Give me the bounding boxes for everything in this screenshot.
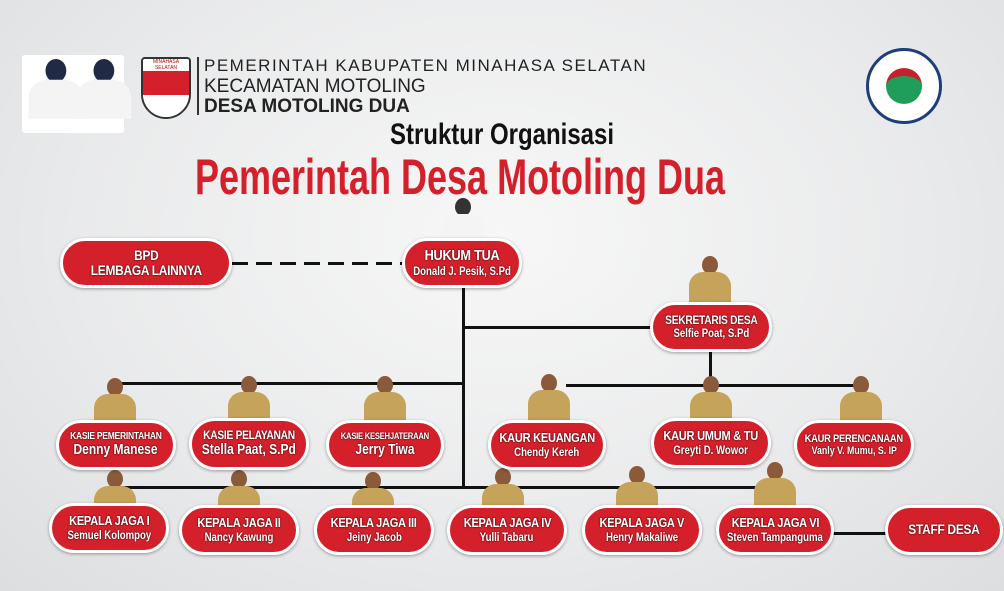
node-name: Semuel Kolompoy [67,527,151,542]
node-name: Stella Paat, S.Pd [201,441,297,459]
photo-jaga6 [752,462,798,508]
node-name: Jeiny Jacob [346,529,402,544]
staff-line [832,532,888,535]
main-vertical-line [462,287,465,488]
node-name: Steven Tampanguma [727,529,823,544]
node-name: Henry Makaliwe [605,529,679,544]
photo-kasie-pemerintahan [92,378,138,424]
node-role: KAUR KEUANGAN [499,430,595,446]
title-line1: Struktur Organisasi [389,118,615,151]
photo-kaur-keuangan [526,374,572,420]
node-role: KEPALA JAGA V [599,515,685,531]
node-role: HUKUM TUA [424,247,500,265]
photo-sekretaris [687,256,733,302]
node-name: Donald J. Pesik, S.Pd [413,263,511,278]
photo-kasie-pelayanan [226,376,272,422]
node-name: Greyti D. Wowor [673,442,749,457]
node-name: Selfie Poat, S.Pd [673,326,749,340]
header-line3: DESA MOTOLING DUA [204,96,410,117]
node-role: BPD [133,246,159,263]
secretary-line [463,326,651,329]
photo-kasie-kesejahteraan [362,376,408,422]
node-role: STAFF DESA [908,521,980,538]
regency-crest: MINAHASA SELATAN [141,57,191,119]
crest-text: MINAHASA SELATAN [143,59,189,71]
photo-jaga4 [480,468,526,514]
ministry-logo [866,48,942,124]
photo-kaur-perencanaan [838,376,884,422]
photo-kaur-umum [688,376,734,422]
header-line1: PEMERINTAH KABUPATEN MINAHASA SELATAN [204,56,648,75]
kasie-line [112,382,464,385]
node-role: KASIE PEMERINTAHAN [70,431,162,443]
node-name: Vanly V. Mumu, S. IP [811,445,897,457]
node-name: LEMBAGA LAINNYA [90,262,202,278]
node-role: KEPALA JAGA II [197,515,281,531]
node-role: KASIE KESEHJATERAAN [340,430,430,441]
jaga-line [118,486,778,489]
coordination-line [232,262,402,265]
node-name: Chendy Kereh [514,444,580,459]
node-role: KEPALA JAGA I [68,513,150,529]
header-divider [197,57,199,115]
kaur-vertical-line [709,352,712,386]
node-role: KEPALA JAGA IV [463,515,551,531]
node-staff-desa: STAFF DESA [885,505,1003,555]
title-line2: Pemerintah Desa Motoling Dua [194,149,726,205]
header-line2: KECAMATAN MOTOLING [204,76,426,97]
node-role: KAUR UMUM & TU [663,428,759,444]
node-name: Yulli Tabaru [480,529,534,544]
node-name: Jerry Tiwa [355,440,415,458]
node-role: KEPALA JAGA III [330,515,418,531]
node-role: KEPALA JAGA VI [731,515,819,531]
node-role: KAUR PERENCANAAN [804,432,904,445]
node-role: KASIE PELAYANAN [203,428,295,443]
officials-photo [22,55,132,133]
node-role: SEKRETARIS DESA [664,312,758,327]
node-name: Nancy Kawung [204,529,274,544]
node-name: Denny Manese [73,441,159,459]
